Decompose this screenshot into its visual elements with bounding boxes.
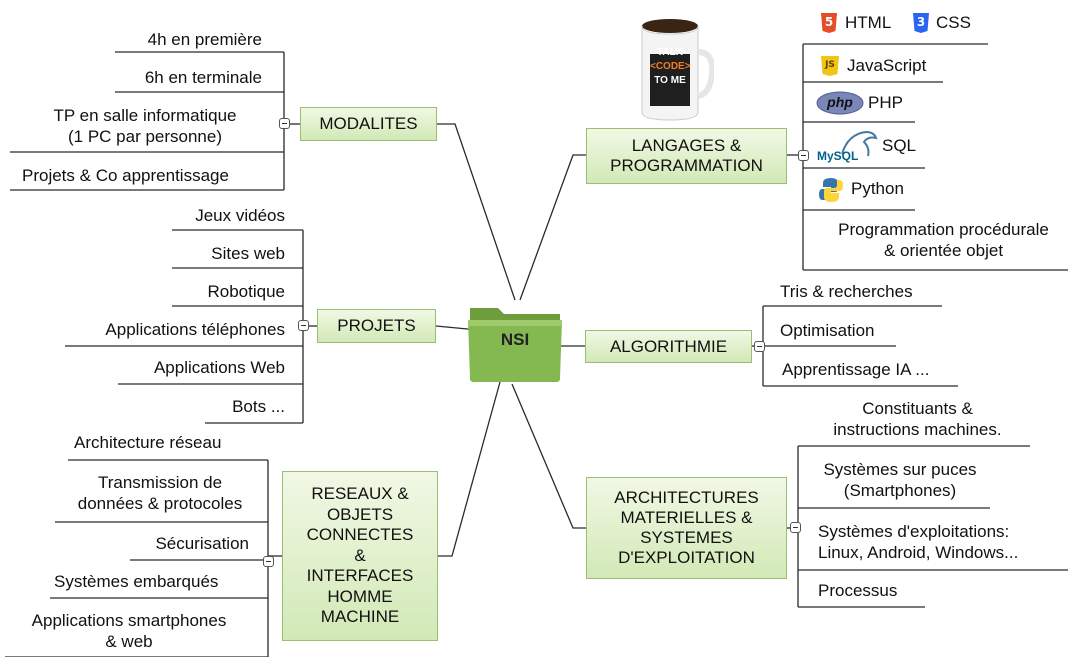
coffee-mug-icon: [641, 19, 714, 121]
list-item: Projets & Co apprentissage: [22, 166, 229, 185]
python-icon: [819, 178, 843, 202]
html5-icon: [821, 13, 837, 33]
collapse-toggle-projets[interactable]: [298, 320, 309, 331]
list-item: Constituants & instructions machines.: [833, 399, 1002, 439]
collapse-toggle-architectures[interactable]: [790, 522, 801, 533]
list-item: Apprentissage IA ...: [782, 360, 930, 379]
branch-langages[interactable]: LANGAGES & PROGRAMMATION: [586, 128, 787, 184]
lang-sql: SQL: [882, 136, 917, 155]
list-item: 6h en terminale: [144, 68, 262, 87]
center-node-label[interactable]: NSI: [500, 330, 530, 349]
list-item: Systèmes d'exploitations: Linux, Android…: [818, 522, 1019, 562]
link-modalites: [437, 123, 516, 301]
branch-projets-title: PROJETS: [337, 316, 416, 335]
link-architectures: [511, 383, 586, 529]
list-item: Bots ...: [232, 397, 285, 416]
php-logo-text: php: [827, 94, 853, 110]
branch-langages-title: LANGAGES & PROGRAMMATION: [610, 136, 763, 175]
mug-text-2: <CODE>: [650, 61, 691, 72]
list-item: Applications téléphones: [105, 320, 285, 339]
list-item: Optimisation: [780, 321, 875, 340]
javascript-icon-letters: JS: [825, 60, 835, 70]
list-item: Tris & recherches: [780, 282, 913, 301]
html5-icon-letter: 5: [824, 15, 834, 29]
list-item: TP en salle informatique (1 PC par perso…: [53, 106, 237, 146]
list-item: Architecture réseau: [74, 433, 222, 452]
link-langages: [519, 154, 586, 301]
list-item: 4h en première: [147, 30, 262, 49]
list-item: Applications Web: [153, 358, 285, 377]
collapse-toggle-langages[interactable]: [798, 150, 809, 161]
link-reseaux: [438, 381, 501, 557]
lang-procedural: Programmation procédurale & orientée obj…: [838, 220, 1049, 260]
branch-projets[interactable]: PROJETS: [317, 309, 436, 343]
list-item: Processus: [818, 581, 898, 600]
branch-modalites-title: MODALITES: [319, 114, 418, 133]
lang-javascript: JavaScript: [847, 56, 927, 75]
list-item: Sécurisation: [155, 534, 249, 553]
list-item: Systèmes embarqués: [54, 572, 219, 591]
collapse-toggle-reseaux[interactable]: [263, 556, 274, 567]
branch-reseaux[interactable]: RESEAUX & OBJETS CONNECTES & INTERFACES …: [282, 471, 438, 641]
lang-php: PHP: [868, 93, 903, 112]
branch-reseaux-title: RESEAUX & OBJETS CONNECTES & INTERFACES …: [306, 484, 414, 627]
branch-algorithmie[interactable]: ALGORITHMIE: [585, 330, 752, 363]
collapse-toggle-modalites[interactable]: [279, 118, 290, 129]
css3-icon-letter: 3: [916, 15, 926, 29]
list-item: Systèmes sur puces (Smartphones): [823, 460, 977, 500]
css3-icon: [913, 13, 929, 33]
mysql-dolphin-icon: [841, 130, 878, 157]
list-item: Applications smartphones & web: [31, 611, 227, 651]
list-item: Sites web: [211, 244, 285, 263]
lang-html: HTML: [845, 13, 892, 32]
branch-architectures[interactable]: ARCHITECTURES MATERIELLES & SYSTEMES D'E…: [586, 477, 787, 579]
collapse-toggle-algorithmie[interactable]: [754, 341, 765, 352]
javascript-icon: [821, 56, 839, 76]
lang-css: CSS: [936, 13, 971, 32]
php-logo-icon: [816, 91, 864, 115]
lang-python: Python: [851, 179, 904, 198]
mug-text-3: TO ME: [654, 75, 686, 86]
folder-icon: [468, 308, 562, 382]
branch-architectures-title: ARCHITECTURES MATERIELLES & SYSTEMES D'E…: [614, 488, 759, 567]
branch-algorithmie-title: ALGORITHMIE: [609, 336, 728, 356]
mysql-logo-text: MySQL: [817, 149, 859, 163]
list-item: Jeux vidéos: [195, 206, 285, 225]
list-item: Robotique: [207, 282, 285, 301]
branch-modalites[interactable]: MODALITES: [300, 107, 437, 141]
mug-text-1: TALK: [657, 47, 683, 58]
list-item: Transmission de données & protocoles: [77, 473, 243, 513]
